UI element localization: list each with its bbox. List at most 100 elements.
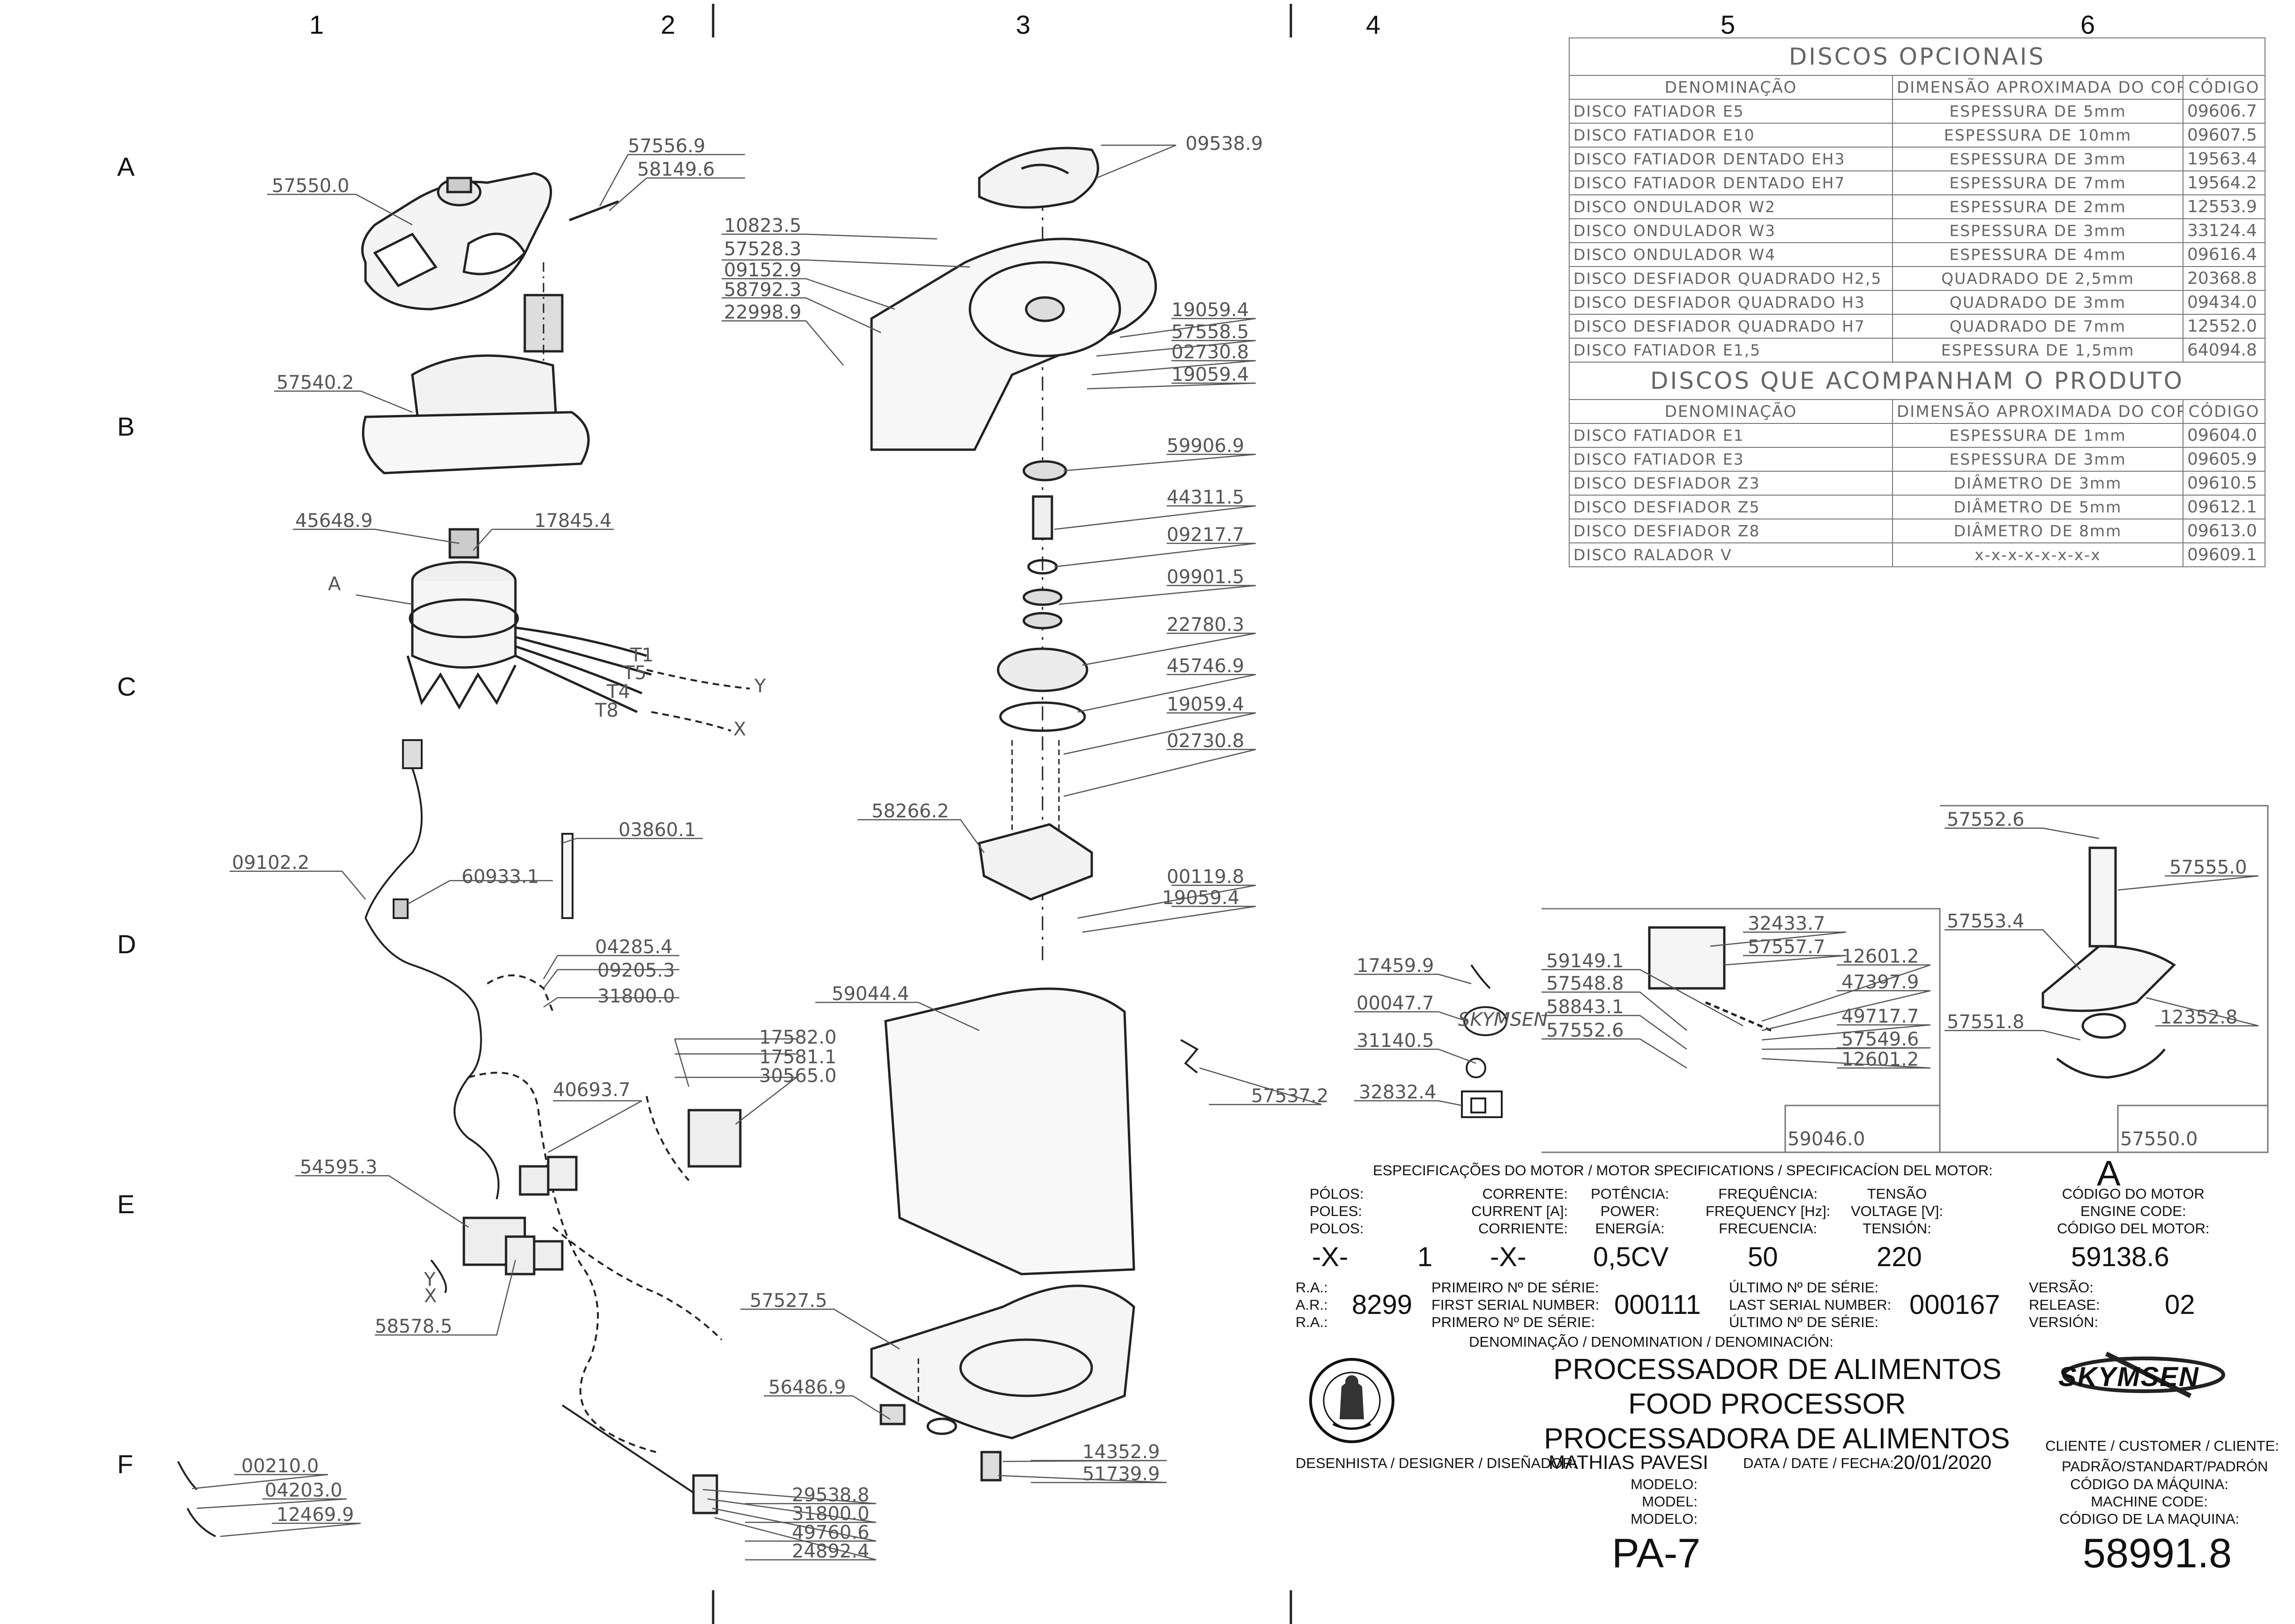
grid-col-5: 5 bbox=[1721, 10, 1735, 39]
cell-dimension: DIÂMETRO DE 3mm bbox=[1892, 471, 2183, 496]
callout-57557-7: 57557.7 bbox=[1748, 936, 1825, 958]
cell-code: 09606.7 bbox=[2183, 99, 2265, 124]
callout-17582-0: 17582.0 bbox=[759, 1027, 836, 1048]
cell-dimension: ESPESSURA DE 3mm bbox=[1892, 447, 2183, 472]
sticker-parts bbox=[1180, 964, 1507, 1118]
version-label: VERSÃO:RELEASE:VERSIÓN: bbox=[2029, 1279, 2100, 1330]
cell-code: 19563.4 bbox=[2183, 147, 2265, 171]
callout-09901-5: 09901.5 bbox=[1167, 566, 1244, 588]
callout-10823-5: 10823.5 bbox=[724, 215, 801, 237]
callout-12601-2a: 12601.2 bbox=[1841, 946, 1919, 967]
cell-code: 33124.4 bbox=[2183, 218, 2265, 243]
callout-09152-9: 09152.9 bbox=[724, 260, 801, 281]
current-label: CORRENTE:CURRENT [A]:CORRIENTE: bbox=[1471, 1186, 1568, 1237]
callout-24892-4: 24892.4 bbox=[792, 1541, 869, 1562]
callout-00119-8: 00119.8 bbox=[1167, 866, 1244, 888]
callout-57528-3: 57528.3 bbox=[724, 238, 801, 260]
callout-57552-6b: 57552.6 bbox=[1947, 809, 2024, 831]
cell-code: 09613.0 bbox=[2183, 519, 2265, 543]
cell-dimension: DIÂMETRO DE 8mm bbox=[1892, 519, 2183, 543]
cell-denomination: DISCO FATIADOR DENTADO EH7 bbox=[1569, 171, 1893, 195]
grid-row-C: C bbox=[117, 672, 136, 701]
callout-44311-5: 44311.5 bbox=[1167, 487, 1244, 508]
cell-dimension: ESPESSURA DE 10mm bbox=[1892, 123, 2183, 148]
grid-row-A: A bbox=[117, 152, 135, 181]
first-serial-value: 000111 bbox=[1614, 1290, 1701, 1320]
subassembly-57550-number: 57550.0 bbox=[2120, 1128, 2198, 1150]
motor-spec-title: ESPECIFICAÇÕES DO MOTOR / MOTOR SPECIFIC… bbox=[1373, 1162, 1993, 1179]
callout-57549-6: 57549.6 bbox=[1841, 1029, 1919, 1050]
callout-09217-7: 09217.7 bbox=[1167, 524, 1244, 546]
cell-denomination: DISCO ONDULADOR W2 bbox=[1569, 194, 1893, 219]
cell-dimension: ESPESSURA DE 2mm bbox=[1892, 194, 2183, 219]
callout-30565-0: 30565.0 bbox=[759, 1065, 836, 1087]
wire-t8: T8 bbox=[595, 700, 618, 721]
cell-dimension: QUADRADO DE 7mm bbox=[1892, 314, 2183, 339]
callout-58149-6: 58149.6 bbox=[637, 159, 715, 180]
cell-denomination: DISCO ONDULADOR W4 bbox=[1569, 242, 1893, 267]
cell-dimension: ESPESSURA DE 7mm bbox=[1892, 171, 2183, 195]
wire-t1: T1 bbox=[630, 645, 654, 666]
grid-row-F: F bbox=[117, 1449, 133, 1479]
cell-denomination: DISCO FATIADOR E3 bbox=[1569, 447, 1893, 472]
client-label: CLIENTE / CUSTOMER / CLIENTE: bbox=[2045, 1438, 2279, 1454]
engine-code-value: 59138.6 bbox=[2071, 1242, 2169, 1272]
cell-code: 09609.1 bbox=[2183, 542, 2265, 567]
callout-54595-3: 54595.3 bbox=[300, 1157, 377, 1178]
grid-col-3: 3 bbox=[1016, 10, 1030, 39]
cell-dimension: ESPESSURA DE 3mm bbox=[1892, 218, 2183, 243]
grid-row-E: E bbox=[117, 1189, 134, 1219]
callout-12469-9: 12469.9 bbox=[276, 1504, 354, 1526]
callout-58578-5: 58578.5 bbox=[375, 1316, 452, 1337]
callout-09102-2: 09102.2 bbox=[232, 852, 309, 874]
cell-denomination: DISCO FATIADOR E1,5 bbox=[1569, 338, 1893, 363]
cell-denomination: DISCO RALADOR V bbox=[1569, 542, 1893, 567]
callout-03860-1: 03860.1 bbox=[618, 819, 696, 841]
callout-51739-9: 51739.9 bbox=[1082, 1463, 1160, 1485]
cell-denomination: DISCO FATIADOR E1 bbox=[1569, 423, 1893, 448]
denomination-label: DENOMINAÇÃO / DENOMINATION / DENOMINACIÓ… bbox=[1469, 1334, 1833, 1350]
first-serial-label: PRIMEIRO Nº DE SÉRIE:FIRST SERIAL NUMBER… bbox=[1431, 1279, 1600, 1330]
cell-dimension: ESPESSURA DE 1mm bbox=[1892, 423, 2183, 448]
voltage-value: 220 bbox=[1877, 1242, 1922, 1272]
machine-code-value: 58991.8 bbox=[2083, 1530, 2232, 1576]
callout-57550-0: 57550.0 bbox=[272, 175, 349, 197]
callout-57552-6a: 57552.6 bbox=[1546, 1020, 1624, 1041]
authorized-service-seal bbox=[1300, 1354, 1403, 1447]
cell-code: 09616.4 bbox=[2183, 242, 2265, 267]
cell-code: 09434.0 bbox=[2183, 290, 2265, 315]
cell-dimension: x-x-x-x-x-x-x-x bbox=[1892, 542, 2183, 567]
wire-y2: Y bbox=[424, 1269, 436, 1290]
power-value: 0,5CV bbox=[1593, 1242, 1669, 1272]
callout-14352-9: 14352.9 bbox=[1082, 1441, 1160, 1463]
callout-56486-9: 56486.9 bbox=[768, 1377, 846, 1398]
callout-57527-5: 57527.5 bbox=[750, 1290, 827, 1312]
callout-19059-4c: 19059.4 bbox=[1167, 694, 1244, 715]
brand-sticker-text: SKYMSEN bbox=[1458, 1009, 1548, 1031]
callout-31140-5: 31140.5 bbox=[1356, 1030, 1434, 1052]
motor-letter-A: A bbox=[328, 573, 341, 595]
callout-58266-2: 58266.2 bbox=[872, 801, 949, 822]
callout-45648-9: 45648.9 bbox=[295, 510, 373, 532]
leader-lines bbox=[192, 144, 2259, 1561]
callout-45746-9: 45746.9 bbox=[1167, 655, 1244, 677]
motor-housing bbox=[362, 354, 590, 475]
callout-59906-9: 59906.9 bbox=[1167, 435, 1244, 457]
grid-row-B: B bbox=[117, 412, 134, 441]
grid-col-4: 4 bbox=[1366, 10, 1380, 39]
callout-57537-2: 57537.2 bbox=[1251, 1085, 1328, 1107]
grid-col-2: 2 bbox=[661, 10, 675, 39]
callout-32832-4: 32832.4 bbox=[1359, 1082, 1436, 1103]
callout-57548-8: 57548.8 bbox=[1546, 973, 1624, 994]
cell-dimension: QUADRADO DE 3mm bbox=[1892, 290, 2183, 315]
callout-04203-0: 04203.0 bbox=[265, 1480, 342, 1501]
central-assembly bbox=[870, 147, 1157, 1482]
